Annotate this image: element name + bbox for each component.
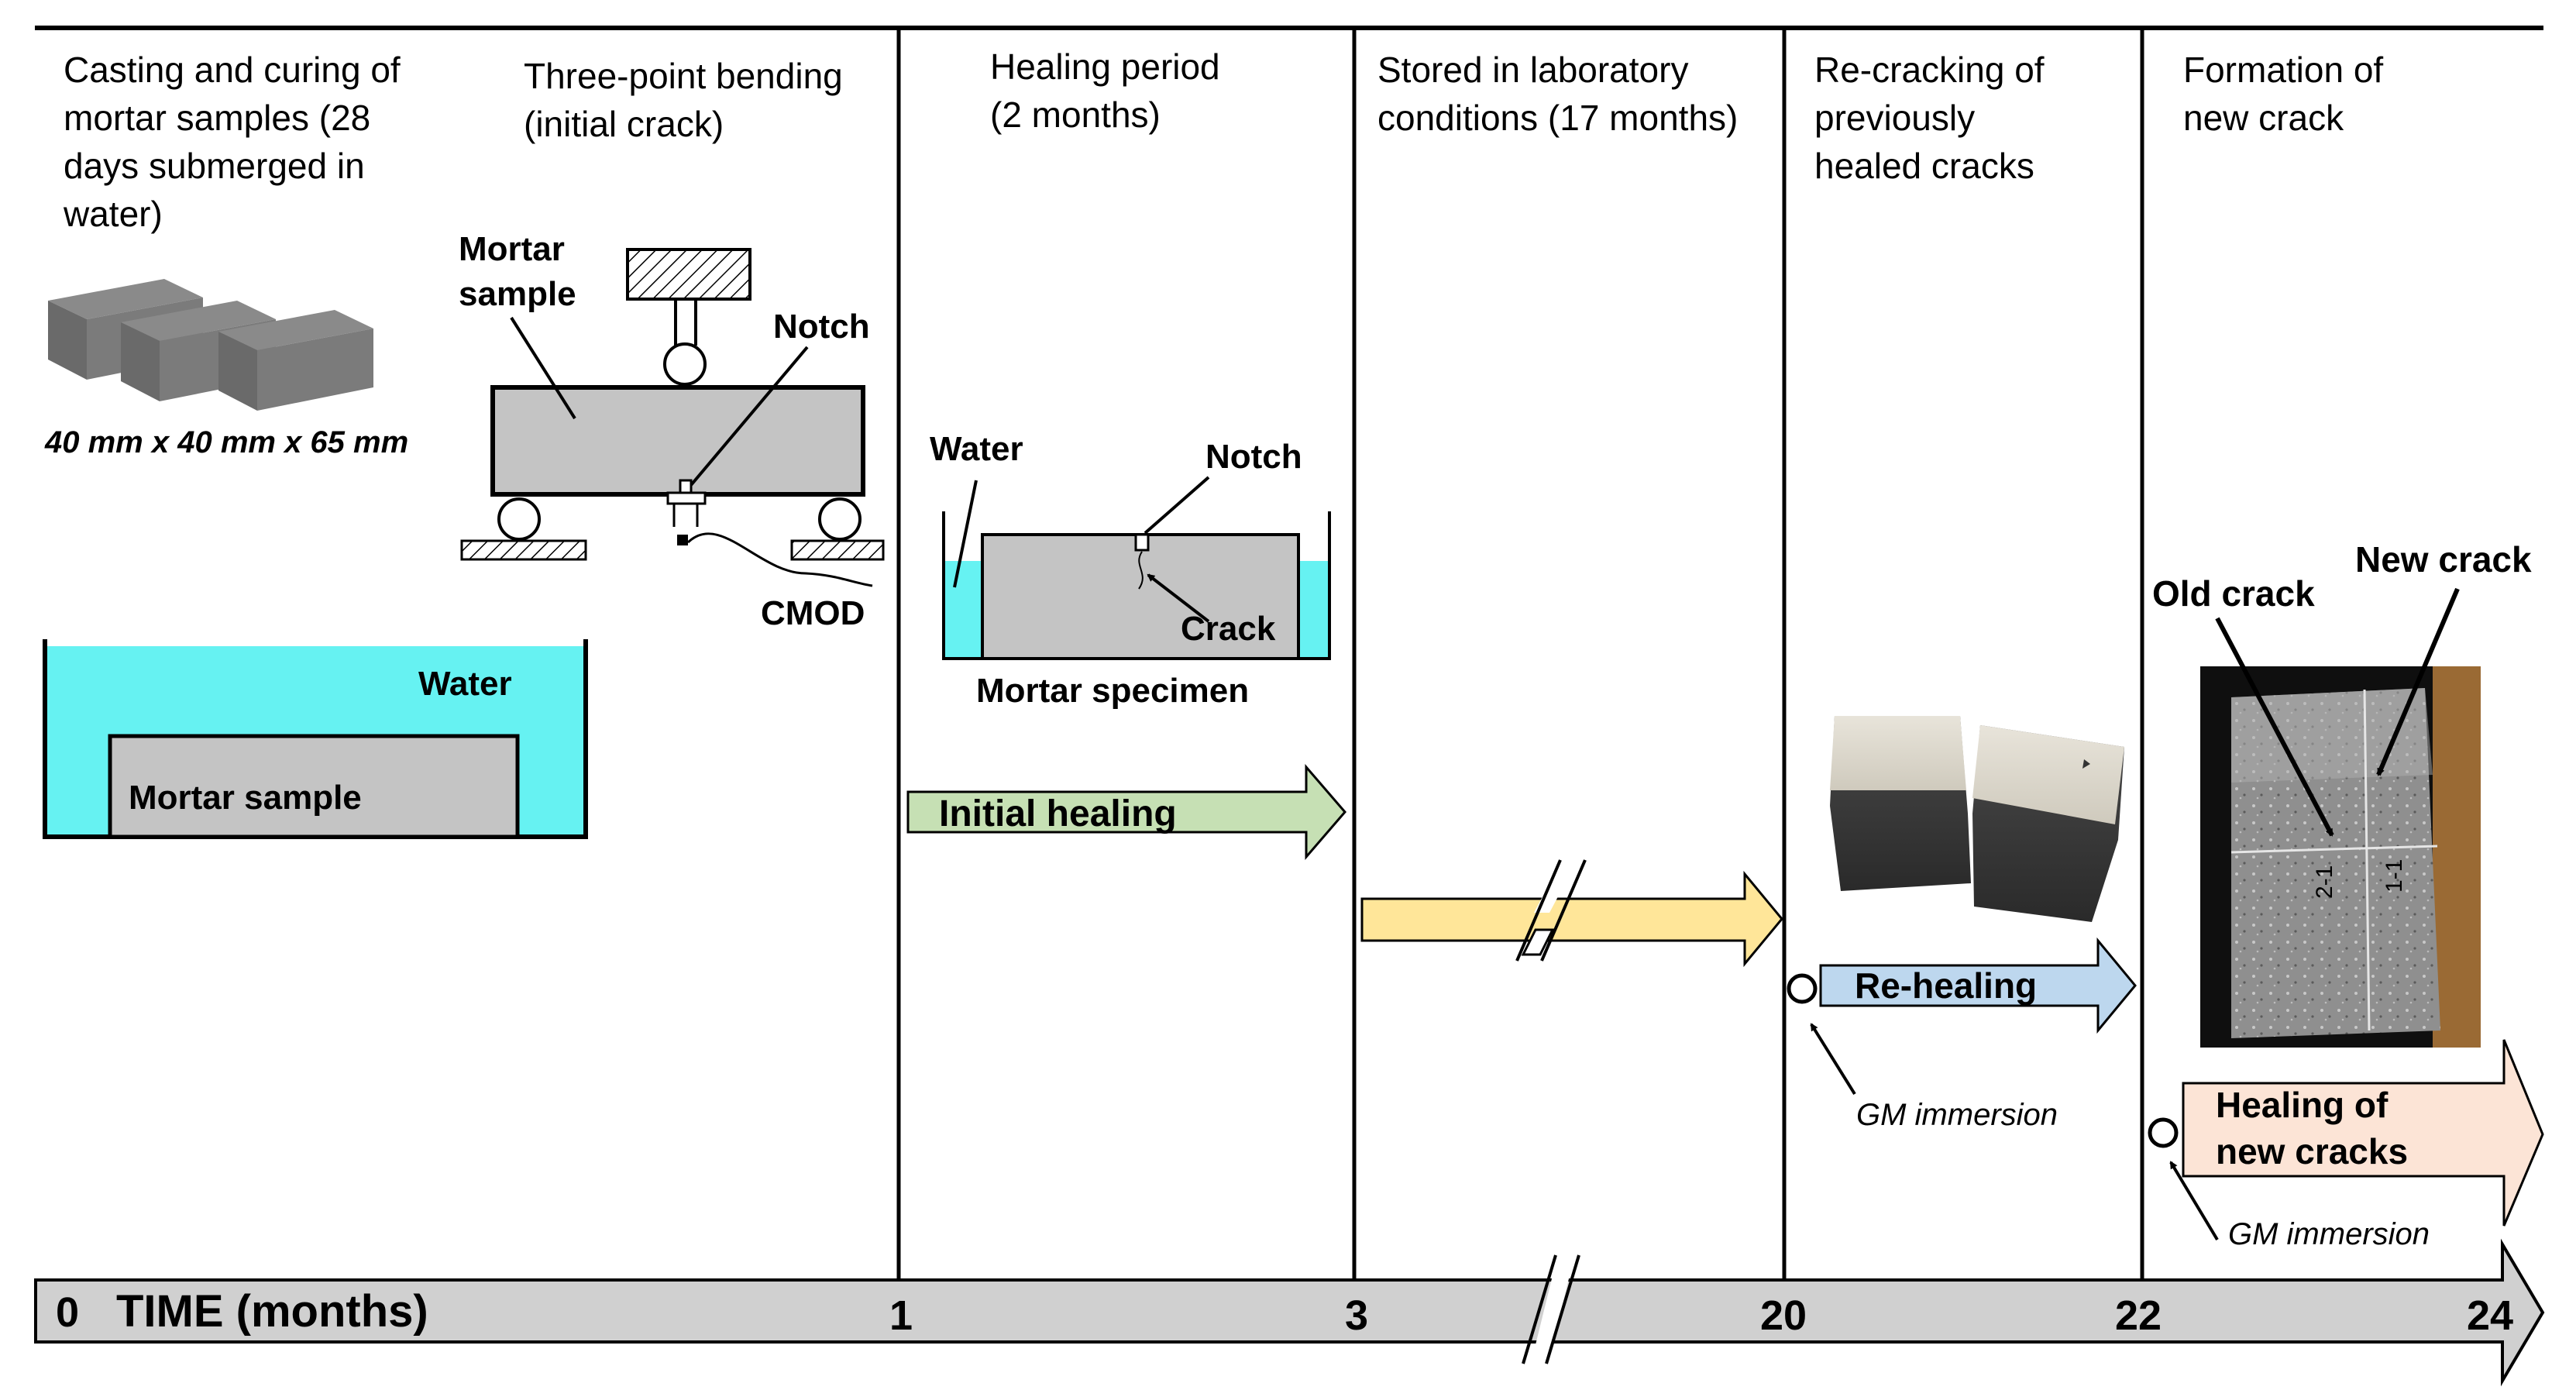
healing-crack-label: Crack xyxy=(1181,610,1276,648)
support-roller-right xyxy=(818,497,862,541)
gm-immersion-label-2: GM immersion xyxy=(2228,1217,2430,1251)
svg-text:1-1: 1-1 xyxy=(2382,859,2407,893)
timeline-break-mark xyxy=(1522,1254,1580,1364)
healing-notch-label: Notch xyxy=(1205,438,1302,476)
svg-text:2-1: 2-1 xyxy=(2312,865,2337,899)
load-roller xyxy=(663,342,707,386)
rehealing-label: Re-healing xyxy=(1855,965,2037,1006)
stage-healing-title: Healing period (2 months) xyxy=(990,46,1230,135)
tank-water-label: Water xyxy=(418,665,512,703)
old-crack-pointer xyxy=(2215,617,2334,837)
storage-break-mark xyxy=(1515,859,1587,962)
timeline-zero: 0 xyxy=(56,1289,79,1336)
stage-bending-title: Three-point bending (initial crack) xyxy=(524,56,853,144)
initial-healing-label: Initial healing xyxy=(939,793,1177,834)
gm-immersion-marker-2 xyxy=(2148,1117,2179,1148)
gm-pointer-2 xyxy=(2169,1161,2219,1241)
timeline-tick-1: 1 xyxy=(889,1292,913,1339)
tank-mortar-sample xyxy=(108,734,520,839)
gm-immersion-marker-1 xyxy=(1787,973,1818,1004)
cmod-label: CMOD xyxy=(761,594,865,632)
three-point-bending-setup xyxy=(460,248,885,587)
water-tank xyxy=(43,639,588,839)
new-healing-arrow xyxy=(2182,1039,2544,1227)
bending-sample-label: Mortar sample xyxy=(459,230,576,313)
timeline-tick-20: 20 xyxy=(1760,1292,1807,1339)
timeline-axis-label: TIME (months) xyxy=(116,1286,428,1337)
healing-water-label: Water xyxy=(930,430,1023,468)
healing-specimen-label: Mortar specimen xyxy=(976,672,1249,710)
healing-notch xyxy=(1134,533,1150,552)
mortar-blocks-illustration xyxy=(48,279,373,411)
beam-sample xyxy=(490,385,865,497)
new-crack-label: New crack xyxy=(2355,539,2532,580)
old-crack-label: Old crack xyxy=(2152,573,2315,614)
new-crack-photo: 2-1 1-1 xyxy=(2200,666,2481,1048)
gm-immersion-label-1: GM immersion xyxy=(1856,1098,2058,1132)
timeline-tick-3: 3 xyxy=(1345,1292,1368,1339)
stage-storage-title: Stored in laboratory conditions (17 mont… xyxy=(1377,50,1738,138)
storage-arrow xyxy=(1360,870,1783,968)
new-crack-pointer xyxy=(2376,587,2460,776)
stage-newcrack-title: Formation of new crack xyxy=(2183,50,2393,138)
gm-pointer-1 xyxy=(1810,1023,1856,1096)
support-roller-left xyxy=(497,497,541,541)
healing-crack xyxy=(1138,551,1144,590)
timeline-arrow xyxy=(34,1238,2545,1387)
bending-notch-label: Notch xyxy=(773,308,870,346)
block-dimension-label: 40 mm x 40 mm x 65 mm xyxy=(44,425,408,459)
recracked-sample-photo xyxy=(1830,716,2124,922)
initial-healing-arrow xyxy=(906,763,1346,861)
stage-casting-title: Casting and curing of mortar samples (28… xyxy=(63,50,411,234)
stage-recracking-title: Re-cracking of previously healed cracks xyxy=(1814,50,2054,186)
new-healing-label: Healing of new cracks xyxy=(2216,1085,2408,1172)
timeline-tick-22: 22 xyxy=(2115,1292,2162,1339)
timeline-tick-24: 24 xyxy=(2467,1292,2513,1339)
tank-sample-label: Mortar sample xyxy=(129,779,362,817)
rehealing-arrow xyxy=(1819,937,2137,1034)
healing-tank xyxy=(942,476,1331,660)
load-head xyxy=(626,248,751,301)
cmod-gauge xyxy=(677,535,688,545)
